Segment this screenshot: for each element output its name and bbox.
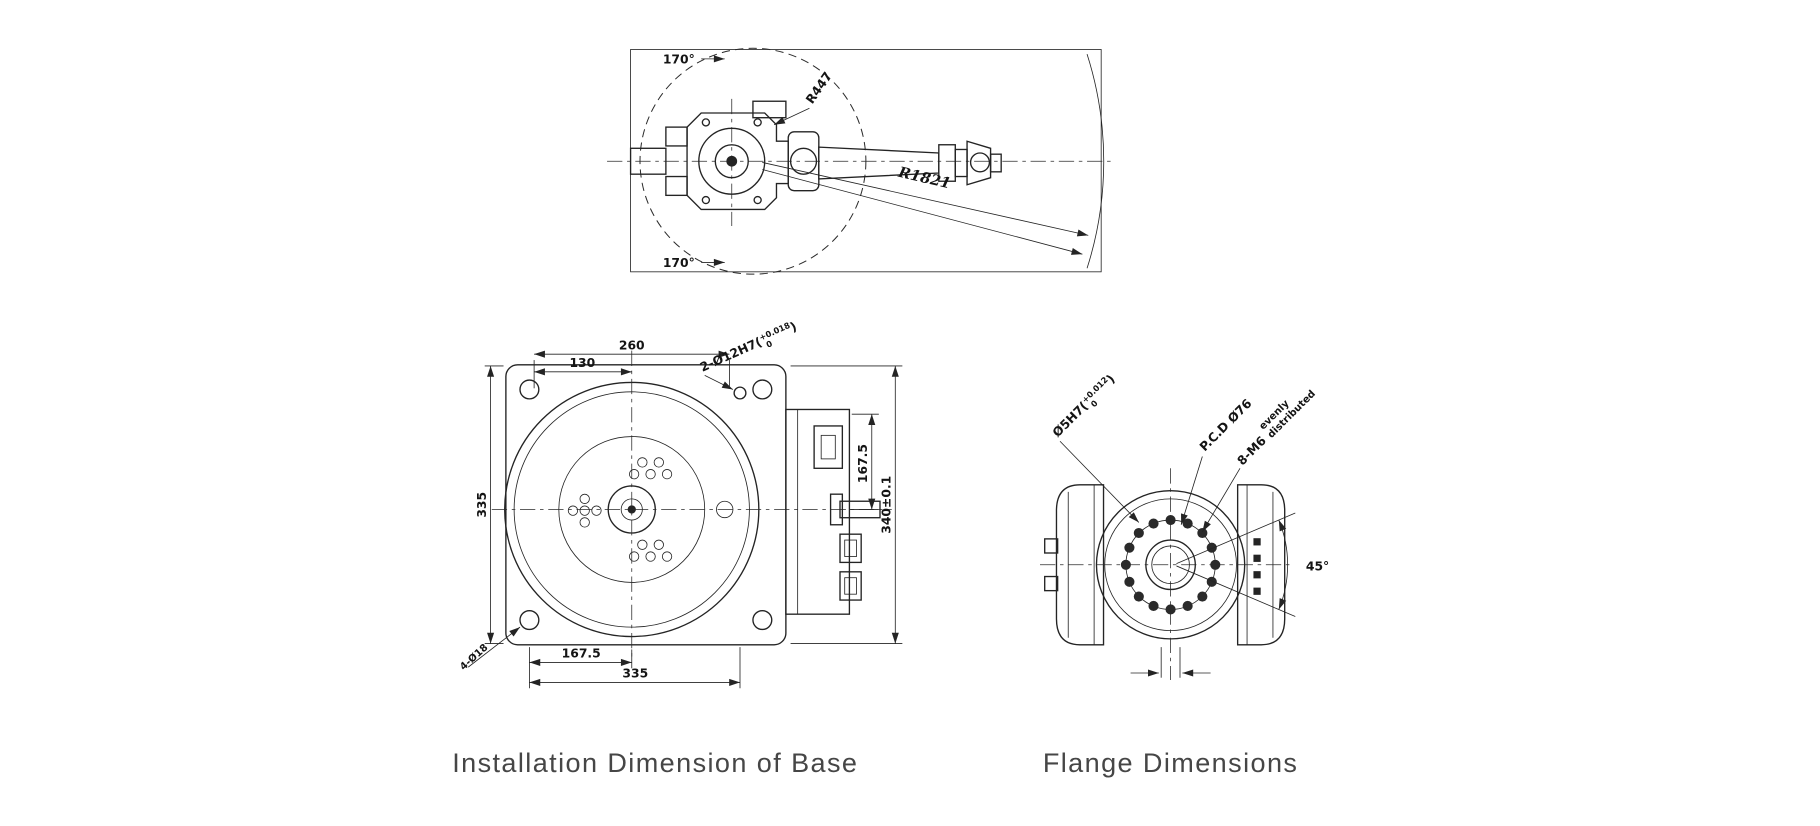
dim-167-5-bottom-label: 167.5 xyxy=(562,647,601,661)
dim-right-overall: 340±0.1 xyxy=(790,365,903,645)
base-view: 260 130 335 167.5 340±0.1 xyxy=(458,318,903,689)
reach-radius-callout: R1821 xyxy=(896,164,953,193)
dim-base-width-inner: 130 xyxy=(534,356,632,376)
dim-335-bottom-label: 335 xyxy=(622,667,648,681)
bolt-angle-dimension: 45° xyxy=(1176,512,1329,617)
dim-base-height-left: 335 xyxy=(475,365,504,645)
corner-hole-callout: 4-Ø18 xyxy=(458,626,521,673)
dim-bottom-inner: 167.5 xyxy=(529,647,633,689)
dim-bottom-outer: 335 xyxy=(529,647,741,689)
dim-260-label: 260 xyxy=(619,338,645,352)
bolt-hole-clusters xyxy=(567,457,673,562)
reach-arc xyxy=(1086,54,1105,269)
dim-130-label: 130 xyxy=(569,356,595,370)
bolt-qty-label: 8-M6 xyxy=(1235,434,1269,468)
flange-bottom-dimension xyxy=(1130,647,1211,678)
rotation-limit-bottom-label: 170° xyxy=(663,256,695,270)
robot-arm-top-view xyxy=(629,100,1002,211)
side-mechanism xyxy=(785,408,881,615)
pin-hole-callout: 2-Ø12H7(+0.0180) xyxy=(697,318,800,390)
caption-base-view: Installation Dimension of Base xyxy=(452,748,858,778)
dim-167-5-right-label: 167.5 xyxy=(856,444,870,483)
arm-radius-callout: R447 xyxy=(803,69,835,106)
center-hole-note: Ø5H7(+0.0120) xyxy=(1049,371,1121,443)
sweep-line-lower xyxy=(762,169,1083,255)
base-plate-outline xyxy=(505,364,787,646)
rotation-limit-top-label: 170° xyxy=(663,53,695,67)
reach-radius-label: R1821 xyxy=(896,164,953,193)
pin-hole-note: 2-Ø12H7(+0.0180) xyxy=(697,318,800,378)
corner-hole-note: 4-Ø18 xyxy=(458,641,491,672)
top-view: 170° 170° R447 R1821 xyxy=(607,47,1116,275)
caption-flange-view: Flange Dimensions xyxy=(1043,748,1299,778)
dim-335-left-label: 335 xyxy=(475,492,489,518)
corner-mounting-holes xyxy=(519,379,773,631)
bolt-angle-label: 45° xyxy=(1306,560,1329,574)
dim-right-upper: 167.5 xyxy=(849,413,879,510)
flange-view: 45° Ø5H7(+0.0120) P.C.D Ø76 8-M6 evenly … xyxy=(1040,371,1329,681)
arm-radius-label: R447 xyxy=(803,69,835,106)
rotation-envelope-circle xyxy=(639,47,867,275)
dim-340-label: 340±0.1 xyxy=(880,476,894,534)
locating-pin-hole xyxy=(733,386,747,400)
sweep-line-upper xyxy=(762,162,1089,237)
arm-radius-leader xyxy=(773,107,810,126)
